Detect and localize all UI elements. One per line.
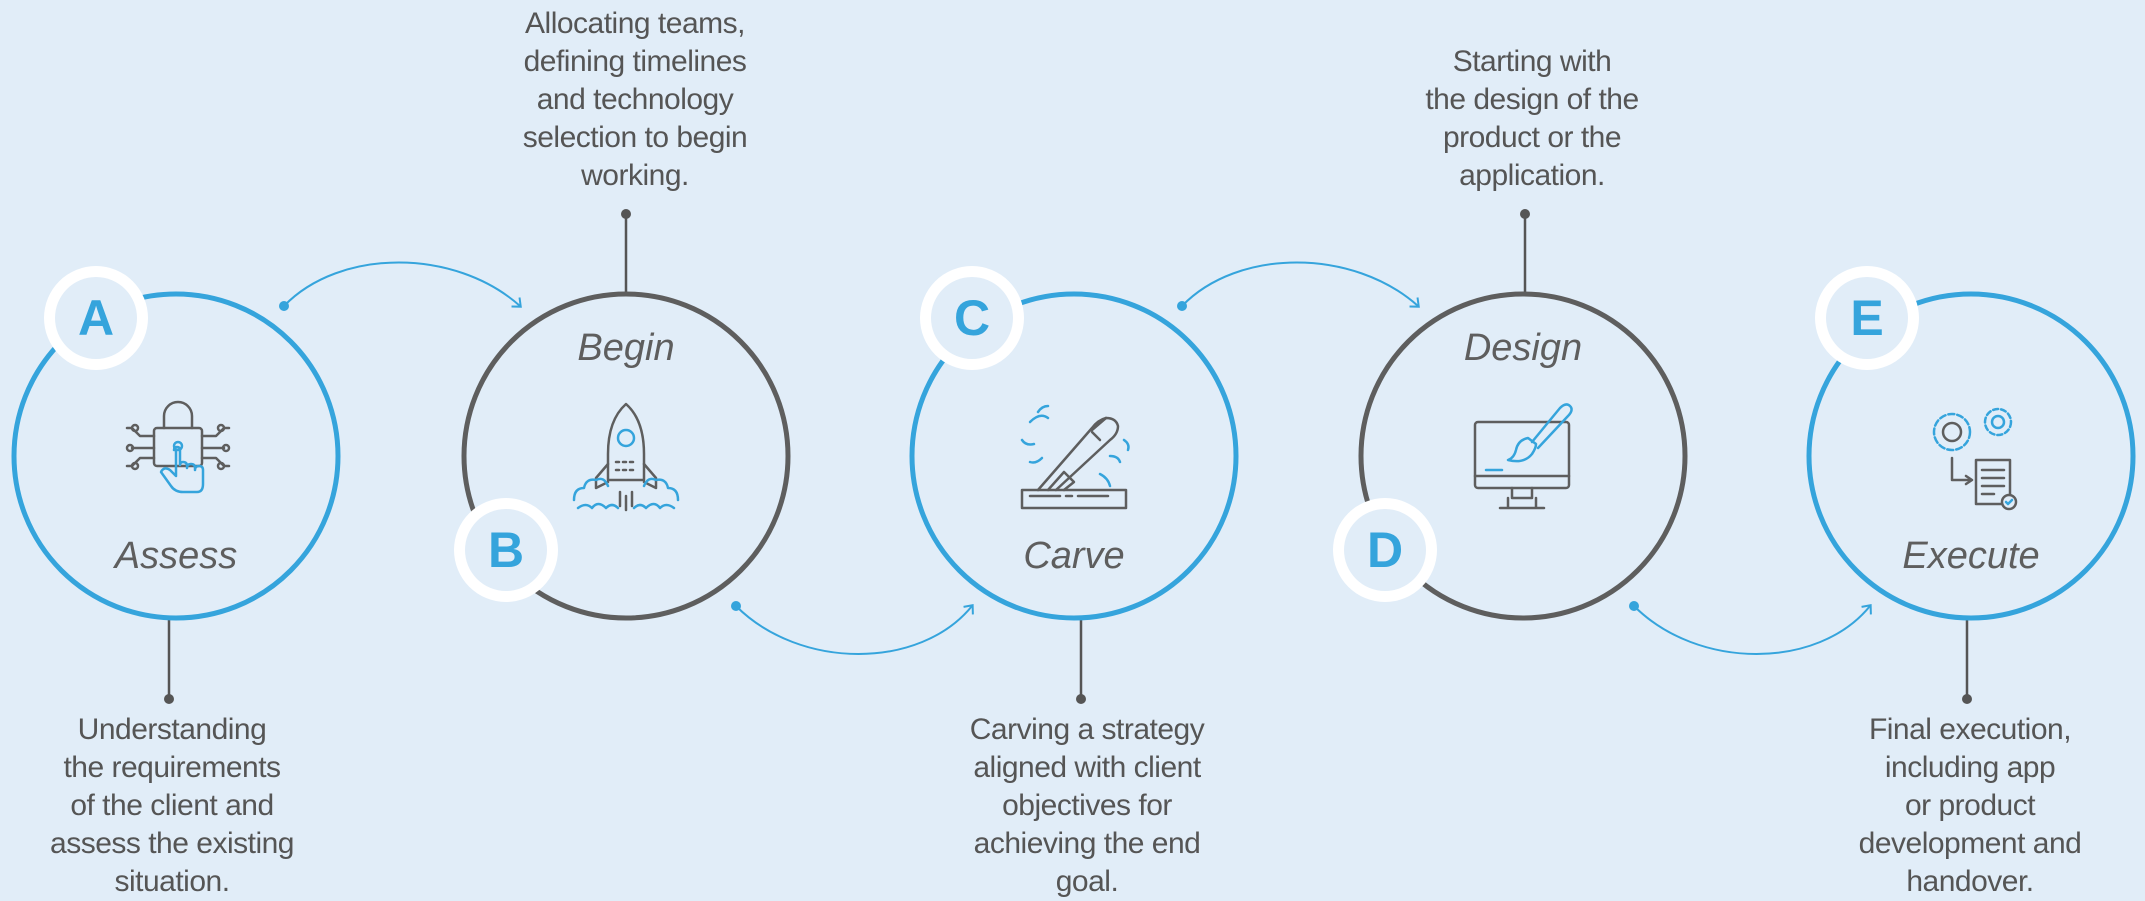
step-circle-e [1806,291,2136,621]
step-e-description: Final execution, including app or produc… [1858,713,2082,898]
step-d-description: Starting with the design of the product … [1425,45,1639,192]
leader-line-d [1520,209,1530,292]
connector-d-e [1629,601,1872,655]
step-circle-d [1358,291,1688,621]
step-c-title: Carve [1023,535,1125,577]
monitor-paintbrush-icon [1473,403,1573,510]
leader-line-b [621,209,631,292]
step-b-description: Allocating teams, defining timelines and… [522,7,748,192]
step-b-letter: B [487,522,525,578]
step-d-title: Design [1463,327,1583,369]
security-lock-circuit-icon [125,400,231,494]
step-circle-b [461,291,791,621]
step-a-title: Assess [114,535,238,577]
step-d-letter: D [1366,522,1404,578]
gears-document-icon [1932,407,2018,511]
step-circle-c [909,291,1239,621]
leader-line-c [1076,618,1086,704]
step-e-title: Execute [1902,535,2040,577]
step-e-letter: E [1850,290,1884,346]
leader-line-a [164,618,174,704]
step-a-description: Understanding the requirements of the cl… [50,713,294,898]
step-c-description: Carving a strategy aligned with client o… [969,713,1205,898]
leader-line-e [1962,618,1972,704]
step-circle-a [11,291,341,621]
rocket-launch-icon [572,402,680,512]
step-a-letter: A [77,290,115,346]
step-b-title: Begin [577,327,675,369]
connector-b-c [731,601,974,655]
connector-a-b [279,261,522,311]
connector-c-d [1177,261,1420,311]
carving-chisel-icon [1020,404,1130,510]
step-c-letter: C [953,290,991,346]
